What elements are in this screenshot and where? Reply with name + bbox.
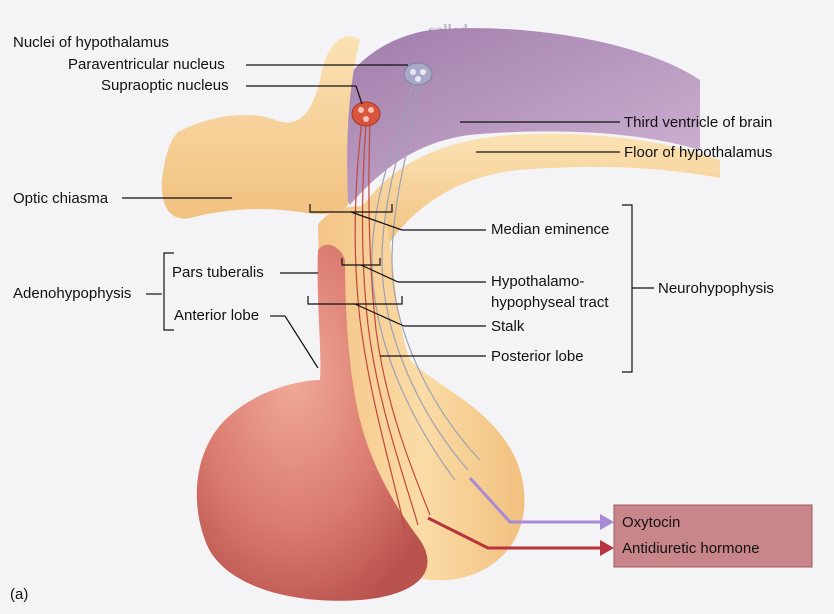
antidiuretic-hormone-label: Antidiuretic hormone [622,540,760,557]
oxytocin-arrowhead [600,514,614,530]
optic-chiasma-label: Optic chiasma [13,190,109,207]
third-ventricle-label: Third ventricle of brain [624,114,773,131]
adenohypophysis-label: Adenohypophysis [13,285,132,302]
oxytocin-label: Oxytocin [622,514,681,531]
supraoptic-nucleus-label: Supraoptic nucleus [101,77,229,94]
hormone-box [613,504,813,568]
paraventricular-nucleus-shape [403,62,433,86]
floor-of-hypothalamus-shape [360,133,720,250]
oxytocin-arrow [468,476,600,524]
adh-arrow [427,516,600,550]
panel-label: (a) [10,586,29,603]
posterior-lobe-label: Posterior lobe [491,348,584,365]
pars-tuberalis-label: Pars tuberalis [172,264,264,281]
leader-lines [122,64,654,373]
median-eminence-label: Median eminence [491,221,610,238]
anterior-lobe-label: Anterior lobe [174,307,260,324]
anterior-lobe-shape [196,244,428,601]
neurohypophysis-label: Neurohypophysis [658,280,774,297]
paraventricular-nucleus-label: Paraventricular nucleus [68,56,225,73]
paraventricular-fibers [371,83,481,481]
floor-of-hypothalamus-label: Floor of hypothalamus [624,144,773,161]
hypophyseal-tract-label: hypophyseal tract [491,294,609,311]
hypothalamo-label: Hypothalamo- [491,273,585,290]
optic-chiasma-shape [161,36,360,219]
adh-arrowhead [600,540,614,556]
stalk-label: Stalk [491,318,525,335]
supraoptic-fibers [354,119,431,531]
nuclei-of-hypothalamus-label: Nuclei of hypothalamus [13,34,169,51]
